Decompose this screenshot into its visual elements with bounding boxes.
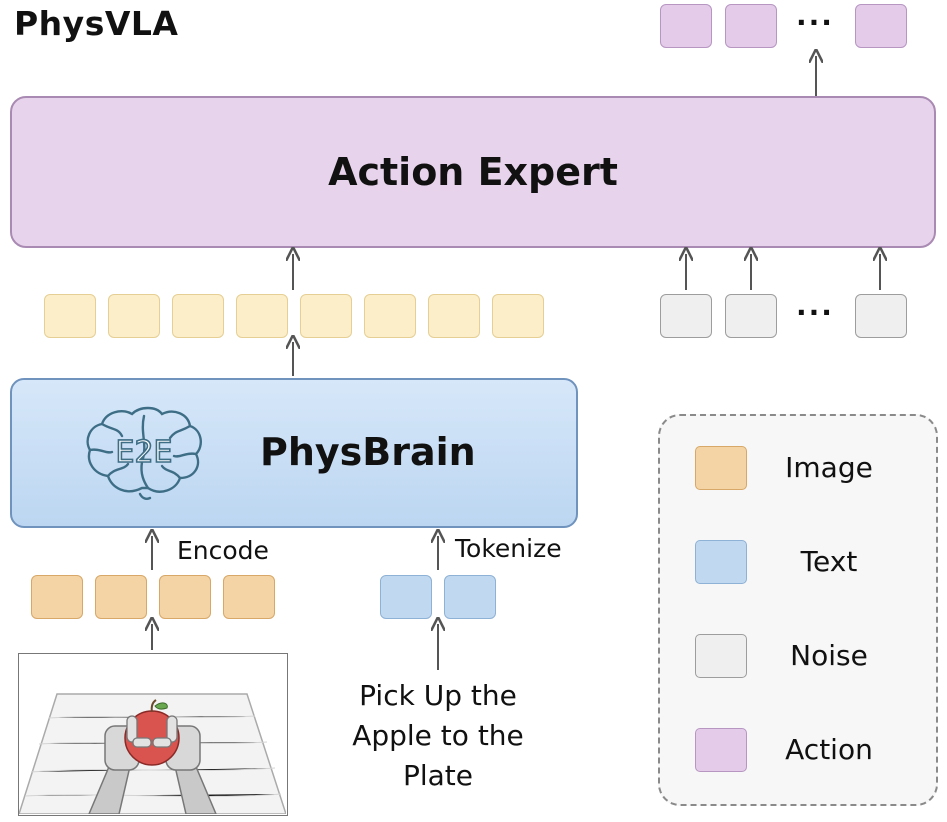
instruction-line: Apple to the: [352, 719, 524, 752]
noise-ellipsis: ···: [796, 296, 834, 329]
legend-label-image: Image: [785, 451, 873, 484]
noise-token: [855, 294, 907, 338]
brain-icon: E2E: [86, 406, 202, 500]
physbrain-label: PhysBrain: [260, 430, 476, 474]
physbrain-block: [10, 378, 578, 528]
action-expert-block: [10, 96, 936, 248]
diagram-title: PhysVLA: [14, 4, 179, 43]
legend-label-action: Action: [785, 733, 873, 766]
legend-label-noise: Noise: [790, 639, 868, 672]
feature-token: [492, 294, 544, 338]
feature-token: [172, 294, 224, 338]
feature-token: [364, 294, 416, 338]
legend-swatch-image: [695, 446, 747, 490]
feature-token: [300, 294, 352, 338]
instruction-text: Pick Up the Apple to the Plate: [318, 676, 558, 796]
image-token: [31, 575, 83, 619]
noise-token: [725, 294, 777, 338]
feature-token: [236, 294, 288, 338]
tokenize-label: Tokenize: [455, 534, 562, 563]
text-token: [380, 575, 432, 619]
feature-token: [428, 294, 480, 338]
brain-logo-text: E2E: [116, 435, 173, 470]
output-action-token: [725, 4, 777, 48]
feature-token: [44, 294, 96, 338]
legend-swatch-action: [695, 728, 747, 772]
robot-scene-image: [17, 653, 288, 816]
legend-label-text: Text: [800, 545, 858, 578]
image-token: [223, 575, 275, 619]
output-action-token: [855, 4, 907, 48]
output-ellipsis: ···: [796, 6, 834, 39]
image-token: [95, 575, 147, 619]
text-token: [444, 575, 496, 619]
action-expert-label: Action Expert: [328, 150, 618, 194]
feature-token: [108, 294, 160, 338]
instruction-line: Pick Up the: [359, 679, 517, 712]
encode-label: Encode: [177, 536, 269, 565]
legend-swatch-noise: [695, 634, 747, 678]
output-action-token: [660, 4, 712, 48]
legend-swatch-text: [695, 540, 747, 584]
image-token: [159, 575, 211, 619]
instruction-line: Plate: [402, 759, 474, 792]
noise-token: [660, 294, 712, 338]
